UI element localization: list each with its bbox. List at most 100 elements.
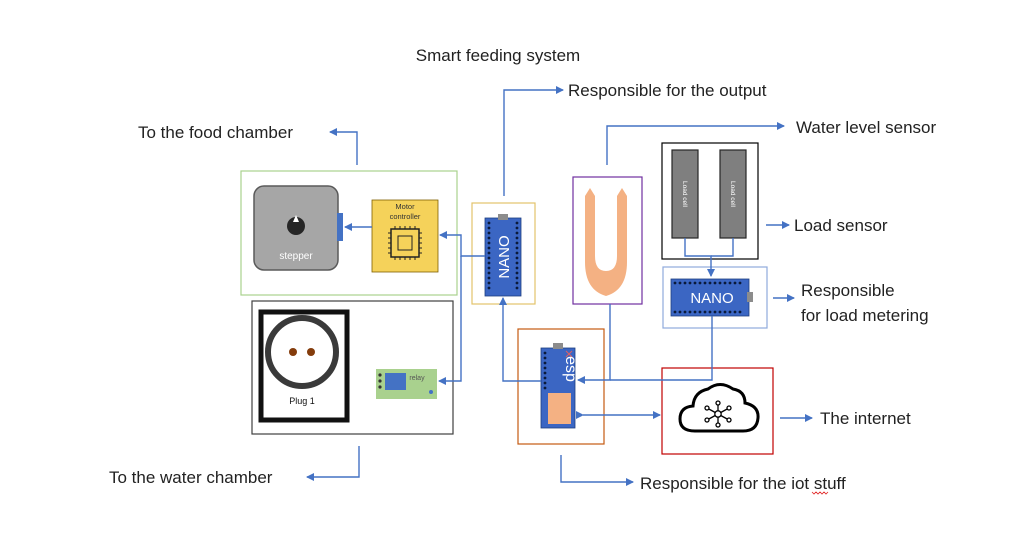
stepper-motor: stepper [253,185,343,271]
stepper-label: stepper [279,251,313,262]
board-pin [515,271,519,275]
loadcell-b-line [711,238,734,257]
board-pin [487,261,491,265]
board-pin [543,381,547,385]
relay-module: relay [376,369,437,399]
water-level-callout-arrow [606,122,785,165]
board-pin [487,221,491,225]
board-pin [487,246,491,250]
board-pin [543,351,547,355]
board-pin [543,371,547,375]
board-pin [728,281,732,285]
water-level-probe [585,188,627,296]
stepper-group-box [240,170,458,296]
load-cell-b-label: Load cell [729,181,736,208]
plug-label: Plug 1 [289,396,315,406]
board-pin [683,281,687,285]
esp-board: esp [540,343,579,429]
board-pin [487,271,491,275]
board-pin [738,310,742,314]
board-pin [487,241,491,245]
diagram-title: Smart feeding system [416,46,580,65]
board-pin [515,261,519,265]
board-pin [543,376,547,380]
nano-load-box [662,266,768,329]
esp-box [517,328,605,445]
board-pin [543,366,547,370]
nano-load-board: NANO [670,278,753,317]
motor-label-line2: controller [390,212,421,221]
board-pin [703,310,707,314]
board-pin [718,310,722,314]
nano-output-label: NANO [496,235,513,278]
board-pin [708,281,712,285]
board-pin [487,266,491,270]
board-pin [487,236,491,240]
board-pin [487,286,491,290]
plug-group-box [251,300,454,435]
board-pin [487,256,491,260]
board-pin [515,266,519,270]
board-pin [673,310,677,314]
motor-controller: Motor controller [371,199,439,273]
water-chamber-label: To the water chamber [109,468,273,487]
spellcheck-underline [811,491,829,495]
internet-label: The internet [820,409,911,428]
board-pin [543,361,547,365]
board-pin [733,310,737,314]
board-pin [683,310,687,314]
water-level-sensor-label: Water level sensor [796,118,936,137]
board-pin [515,256,519,260]
water-level-box [572,176,643,305]
board-pin [698,281,702,285]
board-pin [723,281,727,285]
board-pin [718,281,722,285]
board-pin [515,241,519,245]
food-chamber-label: To the food chamber [138,123,293,142]
board-pin [487,226,491,230]
board-pin [678,281,682,285]
board-pin [487,276,491,280]
water-to-esp-arrow [577,304,611,384]
load-cell-a-label: Load cell [681,181,688,208]
connection-lines [306,86,813,486]
board-pin [723,310,727,314]
water-chamber-callout-arrow [306,446,360,481]
board-pin [678,310,682,314]
load-sensor-label: Load sensor [794,216,888,235]
board-pin [515,281,519,285]
load-metering-label-line2: for load metering [801,306,929,325]
chip-icon [388,226,422,260]
esp-to-nano-arrow [499,297,541,382]
nano-load-label: NANO [690,290,733,307]
board-pin [733,281,737,285]
board-pin [543,356,547,360]
board-pin [487,251,491,255]
board-pin [728,310,732,314]
nano-output-board: NANO [484,214,522,297]
board-pin [688,281,692,285]
board-pin [515,231,519,235]
board-pin [515,236,519,240]
board-pin [693,281,697,285]
load-cell-b: Load cell [719,149,747,239]
board-pin [688,310,692,314]
nano-to-motor-arrow [439,231,485,257]
board-pin [693,310,697,314]
iot-label: Responsible for the iot stuff [640,474,846,493]
board-pin [543,386,547,390]
board-pin [713,310,717,314]
board-pin [738,281,742,285]
load-metering-label-line1: Responsible [801,281,895,300]
board-pin [515,246,519,250]
output-label: Responsible for the output [568,81,767,100]
board-pin [713,281,717,285]
board-pin [515,276,519,280]
load-cell-box [661,142,759,260]
plug-socket: Plug 1 [258,309,350,423]
motor-label-line1: Motor [395,202,415,211]
food-callout-arrow [329,128,358,165]
nano-to-relay-arrow [438,256,462,385]
board-pin [487,281,491,285]
